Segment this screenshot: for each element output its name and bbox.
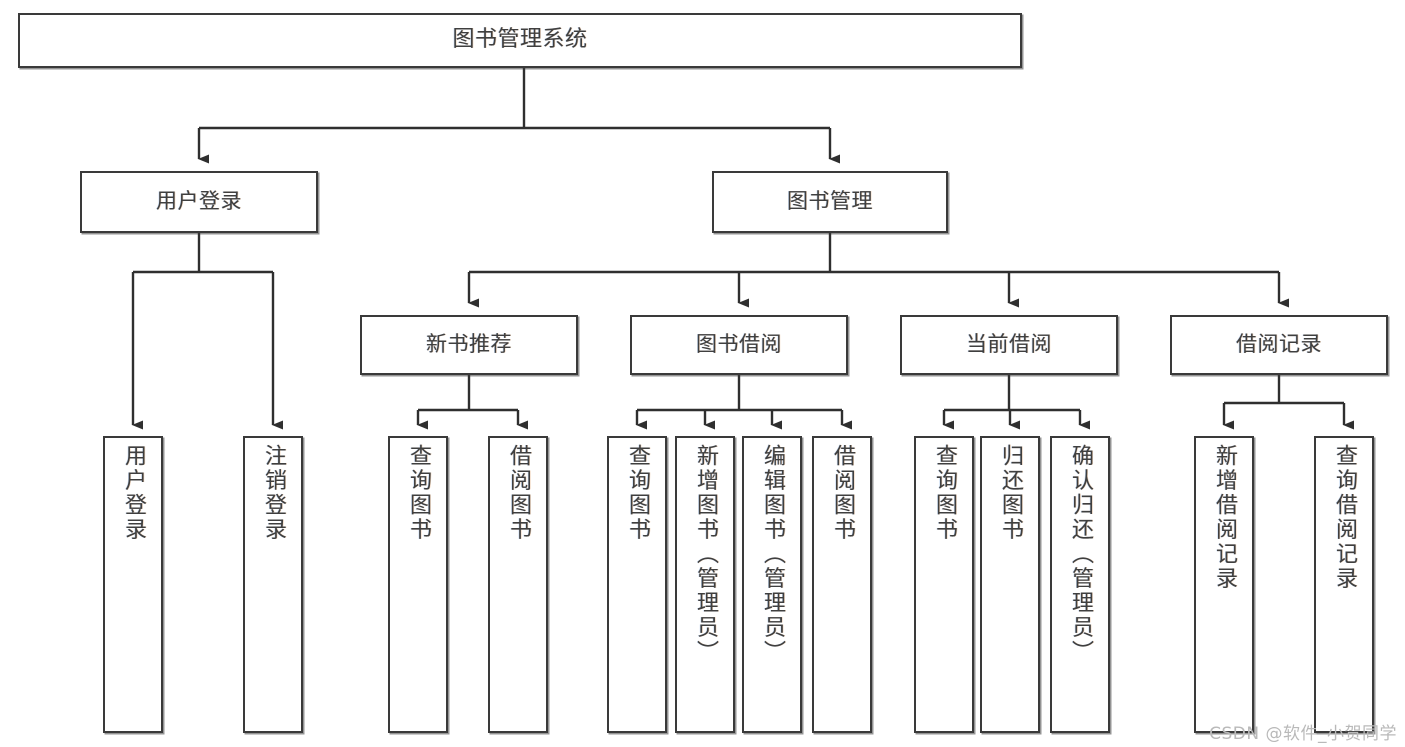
leaf-query-book-borrow[interactable]: 查询图书 <box>607 436 667 733</box>
node-root-system[interactable]: 图书管理系统 <box>18 13 1022 68</box>
node-label: 注销登录 <box>261 444 286 542</box>
leaf-borrow-book-rec[interactable]: 借阅图书 <box>488 436 548 733</box>
node-label: 编辑图书（管理员） <box>760 444 785 665</box>
node-label: 查询借阅记录 <box>1332 444 1357 591</box>
leaf-confirm-return-admin[interactable]: 确认归还（管理员） <box>1050 436 1110 733</box>
node-label: 用户登录 <box>156 189 242 214</box>
leaf-user-login[interactable]: 用户登录 <box>103 436 163 733</box>
node-current-borrow[interactable]: 当前借阅 <box>900 315 1118 375</box>
node-label: 借阅图书 <box>506 444 531 542</box>
leaf-add-book-admin[interactable]: 新增图书（管理员） <box>675 436 735 733</box>
node-book-management[interactable]: 图书管理 <box>712 171 948 233</box>
node-label: 归还图书 <box>998 444 1023 542</box>
node-label: 图书管理 <box>787 189 873 214</box>
node-label: 新书推荐 <box>426 332 512 357</box>
node-label: 查询图书 <box>406 444 431 542</box>
node-label: 借阅图书 <box>830 444 855 542</box>
leaf-edit-book-admin[interactable]: 编辑图书（管理员） <box>742 436 802 733</box>
node-label: 查询图书 <box>932 444 957 542</box>
node-new-book-recommend[interactable]: 新书推荐 <box>360 315 578 375</box>
csdn-watermark: CSDN @软件_小贺同学 <box>1209 724 1397 744</box>
node-label: 用户登录 <box>121 444 146 542</box>
leaf-query-book-rec[interactable]: 查询图书 <box>388 436 448 733</box>
node-label: 确认归还（管理员） <box>1068 444 1093 665</box>
node-label: 借阅记录 <box>1236 332 1322 357</box>
leaf-query-book-current[interactable]: 查询图书 <box>914 436 974 733</box>
leaf-query-borrow-record[interactable]: 查询借阅记录 <box>1314 436 1374 733</box>
node-label: 新增图书（管理员） <box>693 444 718 665</box>
node-label: 查询图书 <box>625 444 650 542</box>
node-user-login[interactable]: 用户登录 <box>80 171 318 233</box>
node-book-borrow[interactable]: 图书借阅 <box>630 315 848 375</box>
leaf-borrow-book[interactable]: 借阅图书 <box>812 436 872 733</box>
node-borrow-record[interactable]: 借阅记录 <box>1170 315 1388 375</box>
leaf-logout[interactable]: 注销登录 <box>243 436 303 733</box>
node-label: 新增借阅记录 <box>1212 444 1237 591</box>
leaf-add-borrow-record[interactable]: 新增借阅记录 <box>1194 436 1254 733</box>
node-label: 当前借阅 <box>966 332 1052 357</box>
node-label: 图书借阅 <box>696 332 782 357</box>
leaf-return-book[interactable]: 归还图书 <box>980 436 1040 733</box>
node-label: 图书管理系统 <box>452 27 588 53</box>
